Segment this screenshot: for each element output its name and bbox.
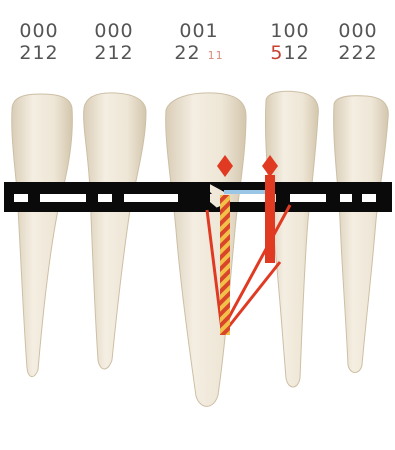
band-left-gap-2 xyxy=(40,194,86,202)
band-right-gap-2 xyxy=(340,194,352,202)
band-left-gap-1 xyxy=(14,194,28,202)
tooth-2 xyxy=(84,93,146,369)
band-left-gap-4 xyxy=(124,194,178,202)
alveolar-band xyxy=(4,182,392,212)
band-left-gap-3 xyxy=(98,194,112,202)
band-right-gap-1 xyxy=(290,194,326,202)
band-right-gap-3 xyxy=(362,194,376,202)
tooth-1 xyxy=(12,94,73,377)
tooth-5 xyxy=(334,96,389,373)
hatched-probe xyxy=(220,195,230,335)
tooth-3 xyxy=(166,93,246,406)
solid-probe xyxy=(265,175,275,263)
